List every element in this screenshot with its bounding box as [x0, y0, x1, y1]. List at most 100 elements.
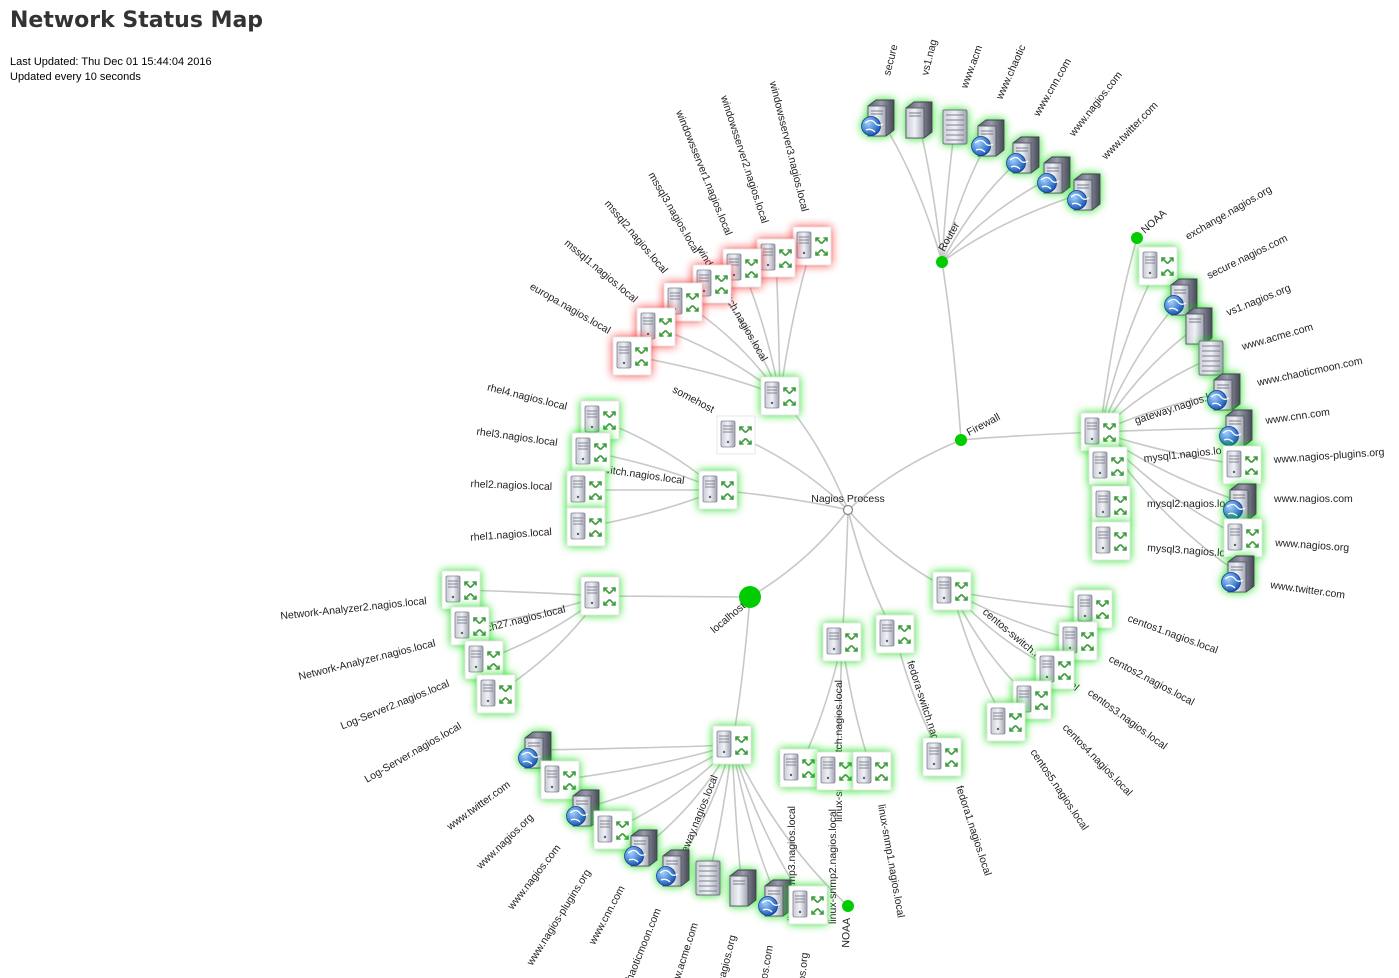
host-node-b-cnn[interactable]: [624, 829, 658, 867]
host-label: localhost: [708, 600, 748, 636]
edge-r-twitter: [941, 191, 1087, 263]
switch-icon: [698, 470, 738, 510]
status-dot-icon: [1131, 232, 1143, 244]
host-label: Network-Analyzer.nagios.local: [297, 637, 436, 683]
edge-netan2: [460, 589, 601, 597]
host-node-winserver2[interactable]: [756, 238, 796, 278]
page-title: Network Status Map: [10, 8, 264, 33]
host-node-linux2[interactable]: [816, 751, 856, 791]
host-node-r-acme[interactable]: [942, 109, 968, 145]
host-node-r-nagios[interactable]: [1037, 156, 1071, 194]
host-node-b-nagiosorg[interactable]: [540, 760, 580, 800]
host-node-fedora1[interactable]: [922, 737, 962, 777]
host-node-logsrv2[interactable]: [464, 640, 504, 680]
host-node-g-exchange[interactable]: [1138, 246, 1178, 286]
switch-icon: [922, 737, 962, 777]
switch-icon: [1091, 521, 1131, 561]
edge-r-vs1: [917, 119, 943, 263]
host-node-root[interactable]: [842, 504, 854, 516]
host-node-firewall[interactable]: [955, 434, 967, 446]
host-node-linux1[interactable]: [852, 751, 892, 791]
host-label: www.twitter.com: [1099, 99, 1161, 162]
host-node-netan[interactable]: [450, 606, 490, 646]
host-label: nagios.org: [715, 934, 739, 978]
host-label: centos3.nagios.local: [1085, 687, 1169, 753]
host-label: Firewall: [965, 411, 1003, 439]
host-node-mysql2[interactable]: [1091, 485, 1131, 525]
edge-b-nagiosorg: [559, 744, 733, 781]
host-node-rhel2[interactable]: [566, 470, 606, 510]
host-label: www.cnn.com: [1264, 406, 1331, 427]
host-node-g-nagiosorg[interactable]: [1223, 518, 1263, 558]
edge-europa: [631, 355, 781, 397]
host-node-b-plugins[interactable]: [593, 810, 633, 850]
host-label: secure: [881, 43, 900, 77]
host-node-fedora-switch[interactable]: [875, 614, 915, 654]
host-node-rhel3[interactable]: [571, 432, 611, 472]
host-node-b-secure[interactable]: [758, 879, 792, 917]
web-server-icon: [1037, 156, 1071, 194]
switch-icon: [441, 570, 481, 610]
host-node-rhel1[interactable]: [566, 507, 606, 547]
host-node-linux3[interactable]: [779, 748, 819, 788]
host-node-b-vs1[interactable]: [729, 869, 757, 907]
host-label: linux-snmp2.nagios.local: [827, 809, 839, 924]
host-label: windowsserver3.nagios.local: [767, 79, 811, 213]
switch-icon: [722, 248, 762, 288]
host-node-gateway-right[interactable]: [1080, 412, 1120, 452]
host-label: centos4.nagios.local: [1060, 722, 1135, 799]
host-node-netan2[interactable]: [441, 570, 481, 610]
server-icon: [1185, 307, 1213, 345]
web-server-icon: [1164, 278, 1198, 316]
host-label: mssql1.nagios.local: [562, 237, 640, 305]
host-node-linux-switch[interactable]: [822, 622, 862, 662]
host-node-winserver1[interactable]: [722, 248, 762, 288]
switch-icon: [476, 674, 516, 714]
host-node-mysql3[interactable]: [1091, 521, 1131, 561]
host-node-noaa-bottom[interactable]: [842, 900, 854, 912]
host-node-winserver3[interactable]: [792, 226, 832, 266]
host-node-centos5[interactable]: [986, 702, 1026, 742]
host-node-mysql1[interactable]: [1088, 446, 1128, 486]
host-node-switch27[interactable]: [580, 576, 620, 616]
host-node-g-acme[interactable]: [1198, 340, 1224, 376]
host-node-r-twitter[interactable]: [1067, 173, 1101, 211]
host-node-g-twitter[interactable]: [1221, 555, 1255, 593]
switch-icon: [816, 751, 856, 791]
host-node-g-secure[interactable]: [1164, 278, 1198, 316]
switch-icon: [593, 810, 633, 850]
host-node-b-chaotic[interactable]: [656, 849, 690, 887]
host-node-r-chaotic[interactable]: [971, 119, 1005, 157]
host-node-b-acme[interactable]: [695, 860, 721, 896]
host-node-localhost[interactable]: [739, 586, 761, 608]
switch-icon: [986, 702, 1026, 742]
host-node-europa[interactable]: [612, 336, 652, 376]
host-node-g-nagioscom[interactable]: [1223, 483, 1257, 521]
host-node-centos-switch[interactable]: [932, 571, 972, 611]
host-node-g-vs1[interactable]: [1185, 307, 1213, 345]
host-node-r-vs1[interactable]: [905, 101, 933, 139]
host-node-noaa-right[interactable]: [1131, 232, 1143, 244]
host-node-logsrv[interactable]: [476, 674, 516, 714]
host-label: exchange.nagios.org: [1184, 183, 1275, 242]
host-label: www.cnn.com: [1031, 56, 1074, 119]
web-server-icon: [624, 829, 658, 867]
host-node-b-twitter[interactable]: [518, 731, 552, 769]
host-node-router[interactable]: [936, 256, 948, 268]
host-node-g-plugins[interactable]: [1222, 445, 1262, 485]
host-node-g-cnn[interactable]: [1219, 409, 1253, 447]
web-server-icon: [1006, 136, 1040, 174]
host-node-gateway-bottom[interactable]: [712, 725, 752, 765]
tower-server-icon: [695, 860, 721, 896]
host-node-b-exchange[interactable]: [788, 885, 828, 925]
host-label: www.nagios-plugins.org: [1272, 446, 1385, 466]
switch-icon: [580, 576, 620, 616]
host-node-r-secure[interactable]: [861, 99, 895, 137]
host-label: centos2.nagios.local: [1107, 653, 1197, 708]
host-node-g-chaotic[interactable]: [1207, 373, 1241, 411]
host-node-windows-switch[interactable]: [760, 376, 800, 416]
host-node-somehost[interactable]: [716, 415, 756, 455]
host-node-r-cnn[interactable]: [1006, 136, 1040, 174]
host-node-b-nagioscom[interactable]: [566, 789, 600, 827]
host-node-rhel-switch[interactable]: [698, 470, 738, 510]
